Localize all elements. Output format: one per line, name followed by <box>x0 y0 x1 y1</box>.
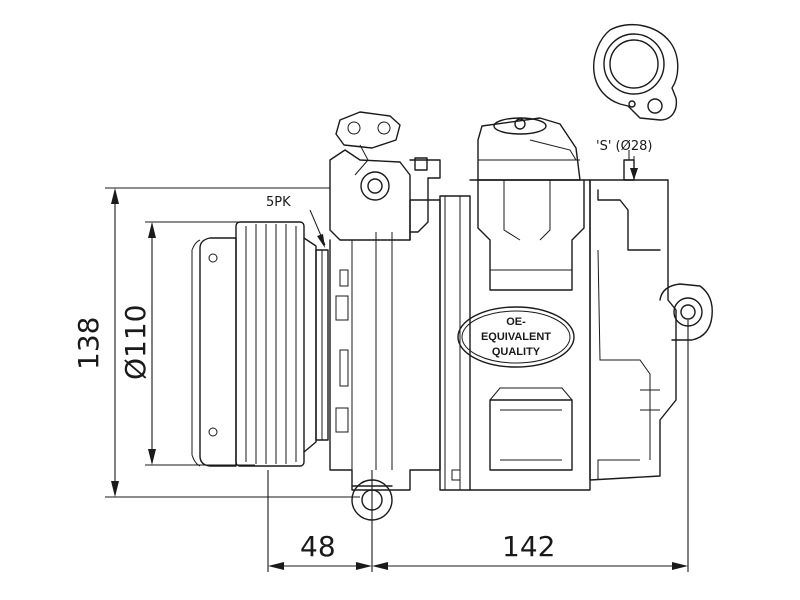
clutch-pulley <box>191 221 329 467</box>
belt-callout: 5PK <box>266 195 326 248</box>
belt-type-label: 5PK <box>266 195 291 210</box>
body-length-label: 142 <box>502 530 555 563</box>
compressor-body: OE- EQUIVALENT QUALITY <box>439 117 591 491</box>
badge-line-1: OE- <box>506 316 526 328</box>
port-detail-label: 'S' (Ø28) <box>596 139 652 154</box>
height-138-label: 138 <box>72 317 105 370</box>
rear-head <box>589 150 713 481</box>
clutch-depth-label: 48 <box>300 530 336 563</box>
badge-line-3: QUALITY <box>492 346 541 358</box>
oe-quality-badge <box>457 306 575 368</box>
dimension-o110: Ø110 <box>119 221 255 466</box>
badge-line-2: EQUIVALENT <box>481 331 551 343</box>
front-housing <box>329 111 441 521</box>
port-detail-s: 'S' (Ø28) <box>593 23 679 180</box>
pulley-diameter-label: Ø110 <box>119 305 152 380</box>
dimension-bottom: 48 142 <box>267 320 689 572</box>
dimension-138: 138 <box>72 187 360 498</box>
